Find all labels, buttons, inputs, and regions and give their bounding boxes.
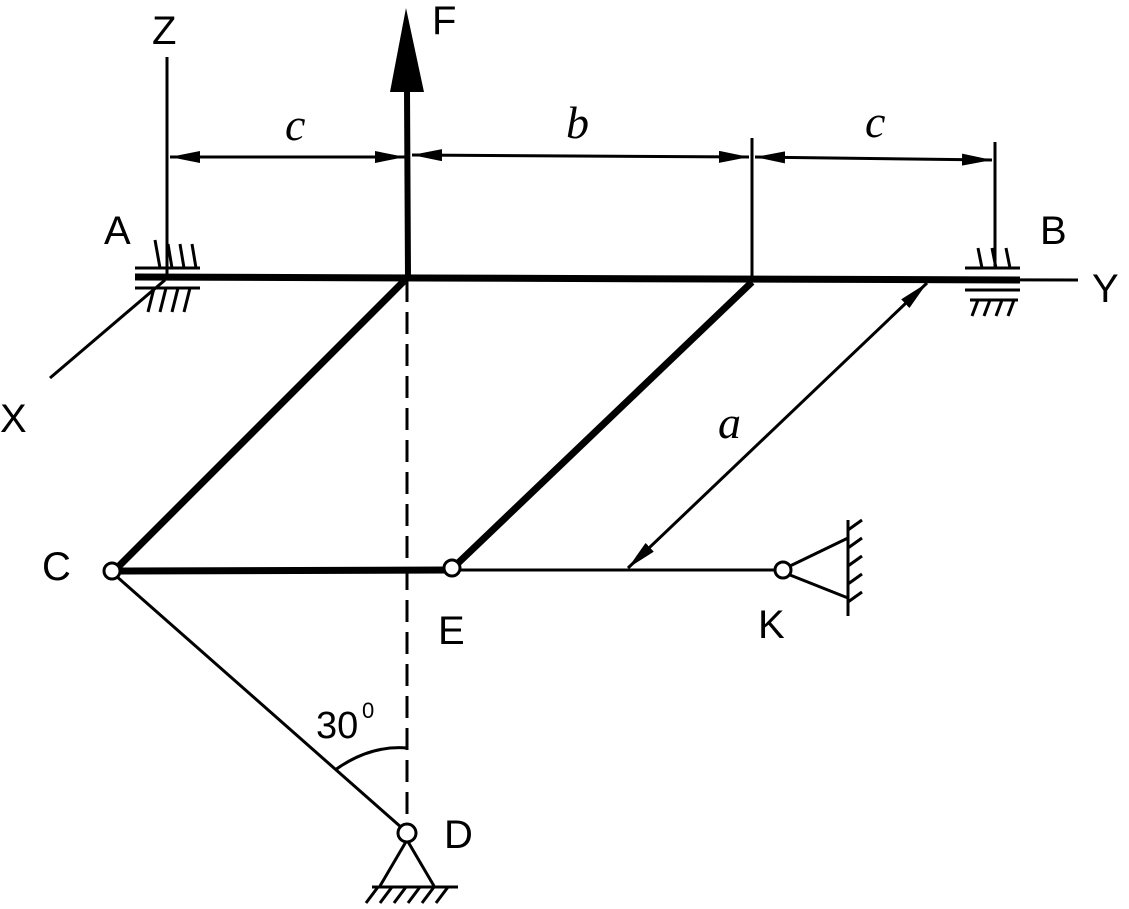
bearing-b bbox=[965, 247, 1020, 317]
arm-to-e bbox=[452, 279, 755, 569]
support-d bbox=[364, 839, 458, 904]
angle-arc bbox=[334, 746, 408, 772]
joint-k bbox=[773, 560, 793, 580]
dimension-c-right-label: c bbox=[865, 96, 885, 147]
arm-to-c bbox=[112, 277, 408, 573]
dimension-line-a bbox=[626, 281, 929, 570]
bearing-a bbox=[135, 239, 200, 313]
joint-e bbox=[442, 558, 462, 578]
joint-d bbox=[396, 822, 418, 844]
axis-x-label: X bbox=[0, 397, 27, 441]
point-d-label: D bbox=[444, 813, 473, 857]
support-k bbox=[789, 518, 863, 616]
dimension-b-label: b bbox=[566, 97, 589, 148]
shaft-ab bbox=[134, 273, 1021, 284]
point-b-label: B bbox=[1040, 209, 1067, 253]
force-label: F bbox=[432, 0, 456, 43]
rod-ce bbox=[114, 566, 451, 575]
joint-c bbox=[102, 561, 122, 581]
point-e-label: E bbox=[438, 609, 465, 653]
rod-cd bbox=[114, 573, 403, 830]
dimension-line-c-right bbox=[754, 151, 993, 166]
axis-y-label: Y bbox=[1092, 267, 1119, 311]
axis-z-label: Z bbox=[152, 9, 176, 53]
point-a-label: A bbox=[104, 209, 131, 253]
force-arrow-shaft bbox=[404, 89, 411, 279]
angle-value-label: 30 bbox=[316, 705, 358, 747]
dimension-line-b bbox=[411, 149, 750, 163]
force-arrowhead bbox=[390, 8, 424, 92]
dimension-a-label: a bbox=[718, 397, 741, 448]
dimension-c-left-label: c bbox=[285, 99, 305, 150]
x-axis-line bbox=[49, 278, 166, 380]
point-k-label: K bbox=[758, 603, 785, 647]
point-c-label: C bbox=[42, 545, 71, 589]
angle-unit-label: 0 bbox=[362, 698, 374, 723]
